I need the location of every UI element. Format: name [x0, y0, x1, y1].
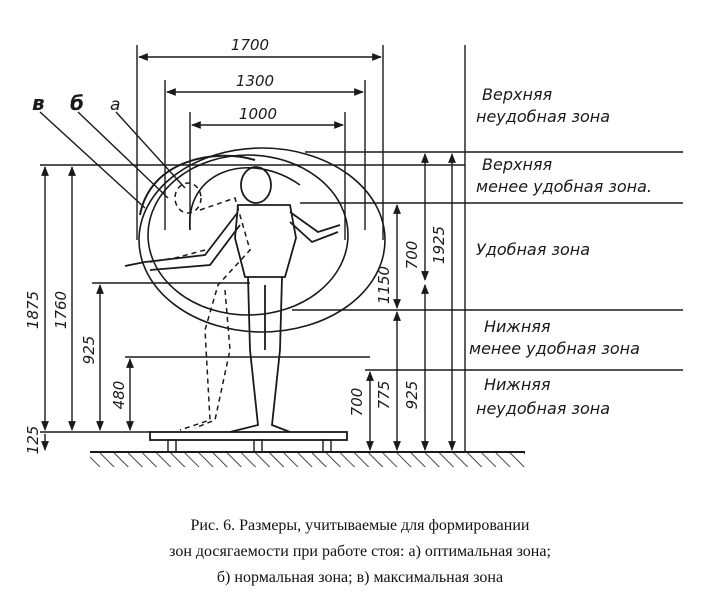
reach-arcs [138, 147, 386, 333]
zone-lower-less-comfortable-line1: Нижняя [484, 317, 551, 336]
zone-upper-less-comfortable-line1: Верхняя [482, 155, 553, 174]
zone-upper-uncomfortable-line2: неудобная зона [476, 107, 610, 126]
zone-upper-uncomfortable-line1: Верхняя [482, 85, 553, 104]
figure-caption-line2: зон досягаемости при работе стоя: а) опт… [169, 543, 551, 560]
arc-normal [147, 154, 349, 316]
arc-leaders [39, 111, 186, 209]
dim-480: 480 [110, 381, 128, 410]
arc-letter-labels: в б а [32, 91, 120, 115]
horizontal-dimensions [138, 53, 382, 129]
zone-comfortable: Удобная зона [476, 240, 590, 259]
extension-lines [136, 45, 384, 240]
dim-700-high: 700 [403, 241, 421, 270]
dim-1300: 1300 [236, 72, 274, 90]
dim-1000: 1000 [239, 105, 277, 123]
dimension-labels: 1700 1300 1000 1875 1760 925 480 125 700… [24, 36, 448, 454]
arc-label-a: а [110, 95, 120, 115]
dim-125: 125 [24, 426, 42, 455]
dim-1700: 1700 [231, 36, 269, 54]
reach-zones-diagram: 1700 1300 1000 1875 1760 925 480 125 700… [24, 36, 683, 467]
zone-upper-less-comfortable-line2: менее удобная зона. [476, 177, 652, 196]
zone-lower-uncomfortable-line1: Нижняя [484, 375, 551, 394]
human-figure [124, 166, 341, 433]
dim-1925: 1925 [430, 226, 448, 264]
right-dimensions [366, 153, 456, 451]
dim-1760: 1760 [52, 291, 70, 329]
arc-optimal [189, 167, 301, 231]
figure-caption-line1: Рис. 6. Размеры, учитываемые для формиро… [190, 517, 530, 534]
dim-775: 775 [375, 381, 393, 410]
zone-lower-less-comfortable-line2: менее удобная зона [469, 339, 640, 358]
dim-925-left: 925 [80, 336, 98, 365]
dashed-figure [149, 182, 251, 431]
dim-1150: 1150 [375, 266, 393, 304]
zone-lines [40, 151, 683, 433]
dim-700-low: 700 [348, 388, 366, 417]
arc-max [138, 147, 386, 333]
platform [149, 431, 348, 453]
dim-925-right: 925 [403, 381, 421, 410]
arc-label-b: б [70, 91, 84, 115]
left-dimensions [41, 166, 134, 451]
figure-caption-line3: б) нормальная зона; в) максимальная зона [216, 569, 504, 586]
dim-1875: 1875 [24, 291, 42, 329]
floor [90, 451, 525, 467]
zone-labels: Верхняя неудобная зона Верхняя менее удо… [469, 85, 652, 418]
zone-lower-uncomfortable-line2: неудобная зона [476, 399, 610, 418]
arc-label-v: в [32, 91, 45, 115]
